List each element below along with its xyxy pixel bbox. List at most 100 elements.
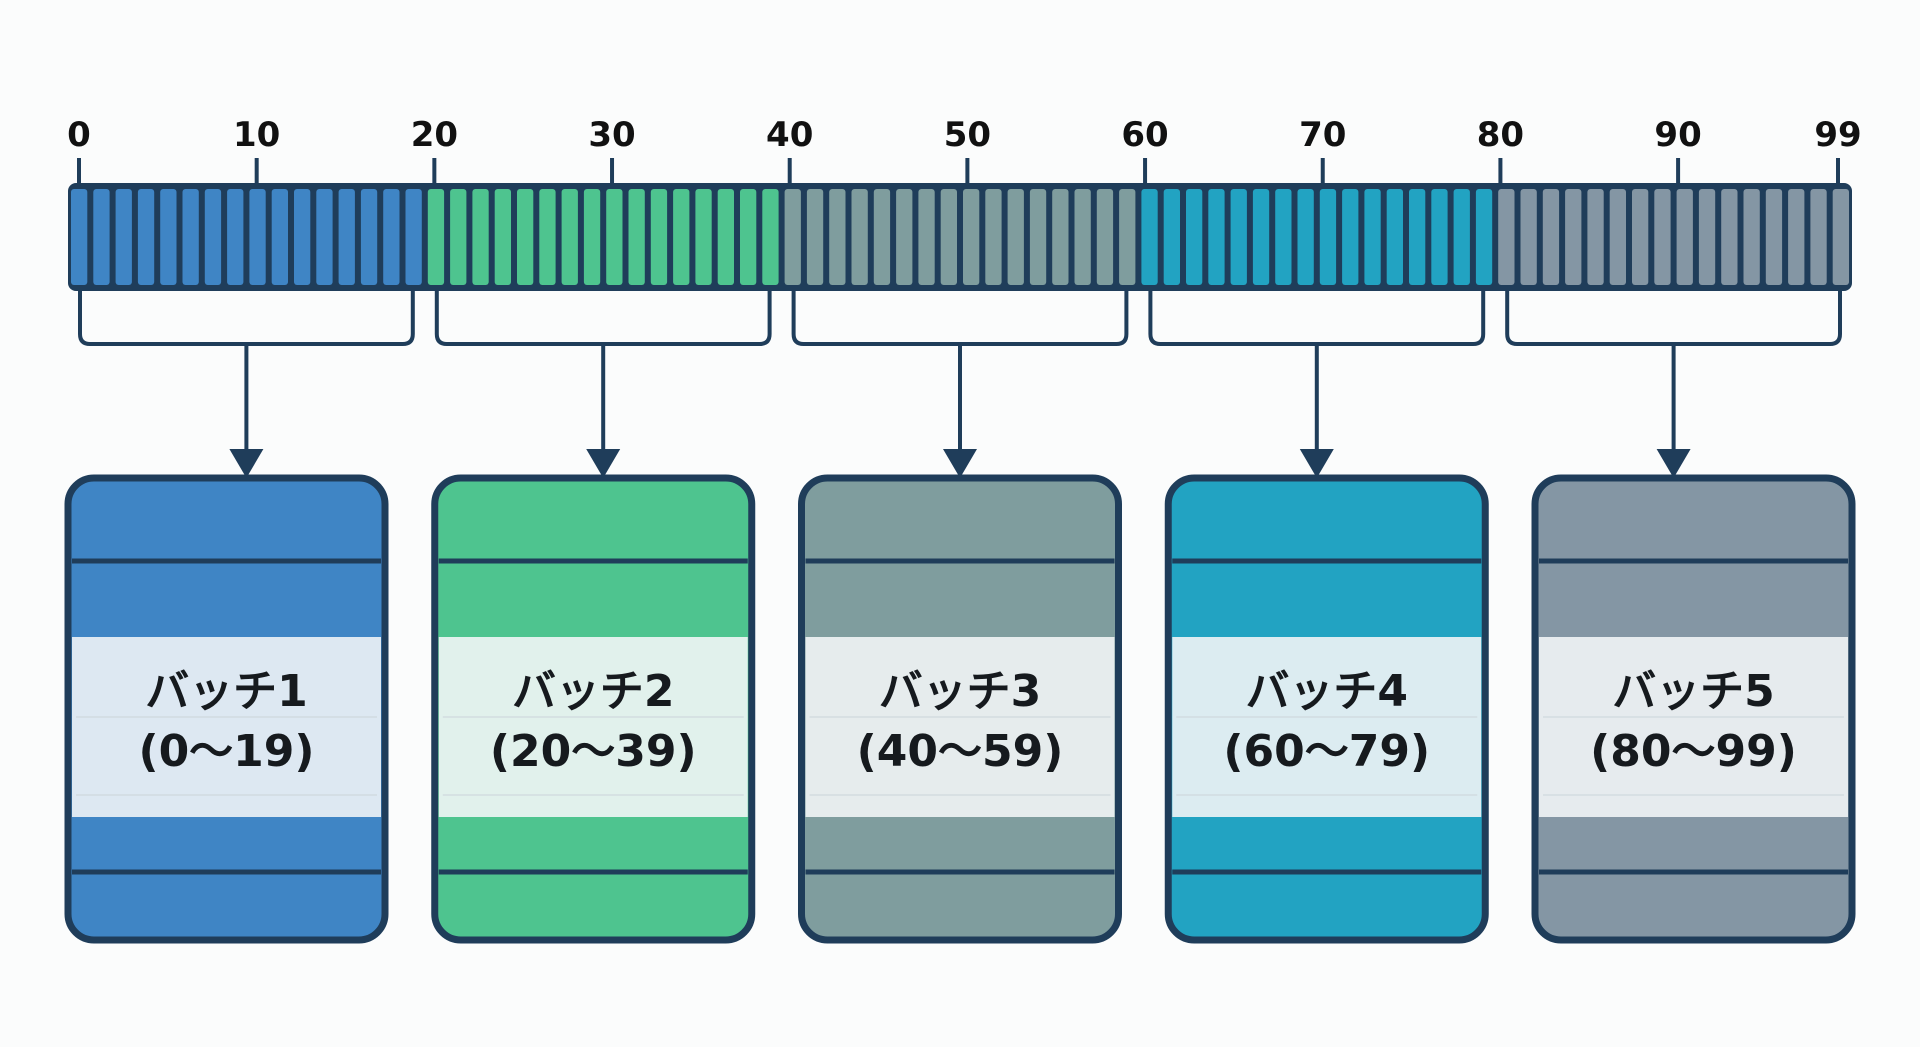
- batch-card-4: バッチ4(60〜79): [1164, 474, 1489, 944]
- tick-label: 80: [1477, 115, 1524, 155]
- batch-card-3: バッチ3 (40〜59): [798, 474, 1122, 944]
- bar-cell-batch1: [93, 189, 110, 285]
- bar-cell-batch5: [1676, 189, 1693, 285]
- batch-range: (0〜19): [138, 726, 314, 777]
- bar-cell-batch5: [1542, 189, 1560, 285]
- bar-cell-batch4: [1275, 189, 1292, 285]
- bar-cell-batch3: [963, 189, 980, 285]
- bar-cell-batch2: [427, 189, 445, 285]
- bar-cell-batch5: [1587, 189, 1604, 285]
- bar-cell-batch3: [829, 189, 846, 285]
- batch-name: バッチ3: [879, 666, 1042, 717]
- card-label-band: [72, 637, 381, 817]
- bar-cell-batch3: [1096, 189, 1114, 285]
- batch-bracket: [434, 291, 772, 346]
- tick-label: 60: [1121, 115, 1168, 155]
- bar-cell-batch4: [1409, 189, 1426, 285]
- bar-cell-batch5: [1654, 189, 1671, 285]
- bar-cell-batch4: [1163, 189, 1180, 285]
- batch-name: バッチ2: [512, 666, 675, 717]
- bar-cell-batch1: [249, 189, 266, 285]
- bar-cell-batch2: [628, 189, 645, 285]
- bar-cell-batch5: [1520, 189, 1537, 285]
- bar-cell-batch1: [271, 189, 288, 285]
- tick-label: 99: [1814, 115, 1861, 155]
- card-label-band: [805, 637, 1115, 817]
- bar-cell-batch1: [204, 189, 222, 285]
- bar-cell-batch4: [1230, 189, 1247, 285]
- bar-cell-batch3: [896, 189, 913, 285]
- bar-cell-batch1: [160, 189, 177, 285]
- bar-cell-batch2: [695, 189, 712, 285]
- bar-cell-batch4: [1208, 189, 1225, 285]
- arrow-down-icon: [229, 449, 264, 478]
- batch-card-2: バッチ2 (20〜39): [431, 474, 756, 944]
- bar-cell-batch2: [650, 189, 668, 285]
- card-label-band: [1172, 637, 1482, 817]
- bar-frame: [68, 183, 1852, 291]
- bar-cell-batch4: [1475, 189, 1493, 285]
- bar-cell-batch5: [1565, 189, 1582, 285]
- batch-range: (20〜39): [490, 726, 697, 777]
- bar-cell-batch2: [673, 189, 690, 285]
- bar-cell-batch2: [450, 189, 467, 285]
- tick-label: 40: [766, 115, 813, 155]
- bar-cell-batch2: [472, 189, 489, 285]
- batch-range: (40〜59): [857, 726, 1064, 777]
- bar-cell-batch4: [1297, 189, 1314, 285]
- bar-cell-batch5: [1788, 189, 1805, 285]
- bar-cell-batch3: [940, 189, 957, 285]
- bar-cell-batch3: [918, 189, 935, 285]
- bar-cell-batch1: [360, 189, 378, 285]
- bar-cell-batch2: [539, 189, 556, 285]
- index-bar: [68, 183, 1852, 291]
- bar-cell-batch3: [1074, 189, 1091, 285]
- arrow-down-icon: [586, 449, 621, 478]
- bar-cell-batch2: [717, 189, 734, 285]
- batch-name: バッチ5: [1612, 666, 1775, 717]
- bar-cell-batch5: [1765, 189, 1783, 285]
- bar-cell-batch4: [1186, 189, 1203, 285]
- bar-cell-batch5: [1698, 189, 1716, 285]
- tick-label: 50: [944, 115, 991, 155]
- batch-brackets: [78, 291, 1842, 346]
- bar-cell-batch1: [294, 189, 311, 285]
- tick-label: 10: [233, 115, 280, 155]
- batch-bracket: [791, 291, 1129, 346]
- tick-label: 30: [588, 115, 635, 155]
- bar-cell-batch2: [583, 189, 601, 285]
- bar-cell-batch1: [383, 189, 400, 285]
- bar-cell-batch3: [985, 189, 1002, 285]
- bar-cell-batch4: [1431, 189, 1448, 285]
- bar-cell-batch4: [1453, 189, 1470, 285]
- bar-cell-batch3: [873, 189, 891, 285]
- arrow-down-icon: [1299, 449, 1334, 478]
- tick-label: 90: [1654, 115, 1701, 155]
- bar-cell-batch1: [338, 189, 355, 285]
- batch-bracket: [78, 291, 415, 346]
- bar-cell-batch4: [1141, 189, 1158, 285]
- bar-cell-batch4: [1252, 189, 1270, 285]
- bar-cell-batch2: [561, 189, 578, 285]
- bar-cell-batch2: [517, 189, 534, 285]
- bar-cell-batch1: [182, 189, 199, 285]
- batch-bracket: [1148, 291, 1486, 346]
- tick-label: 70: [1299, 115, 1346, 155]
- bar-cell-batch3: [851, 189, 868, 285]
- bar-cell-batch2: [762, 189, 779, 285]
- bar-cell-batch3: [1007, 189, 1024, 285]
- bar-cell-batch3: [1052, 189, 1069, 285]
- bar-cell-batch5: [1743, 189, 1760, 285]
- batch-arrows: [229, 344, 1691, 478]
- arrow-down-icon: [943, 449, 977, 478]
- bar-cell-batch4: [1319, 189, 1337, 285]
- batch-range: (60〜79): [1223, 726, 1430, 777]
- bar-cell-batch5: [1632, 189, 1649, 285]
- batch-bracket: [1505, 291, 1842, 346]
- bar-cell-batch1: [405, 189, 422, 285]
- batch-card-1: バッチ1(0〜19): [64, 474, 389, 944]
- bar-cell-batch1: [115, 189, 132, 285]
- bar-cell-batch1: [137, 189, 155, 285]
- card-label-band: [1539, 637, 1848, 817]
- bar-cell-batch5: [1498, 189, 1515, 285]
